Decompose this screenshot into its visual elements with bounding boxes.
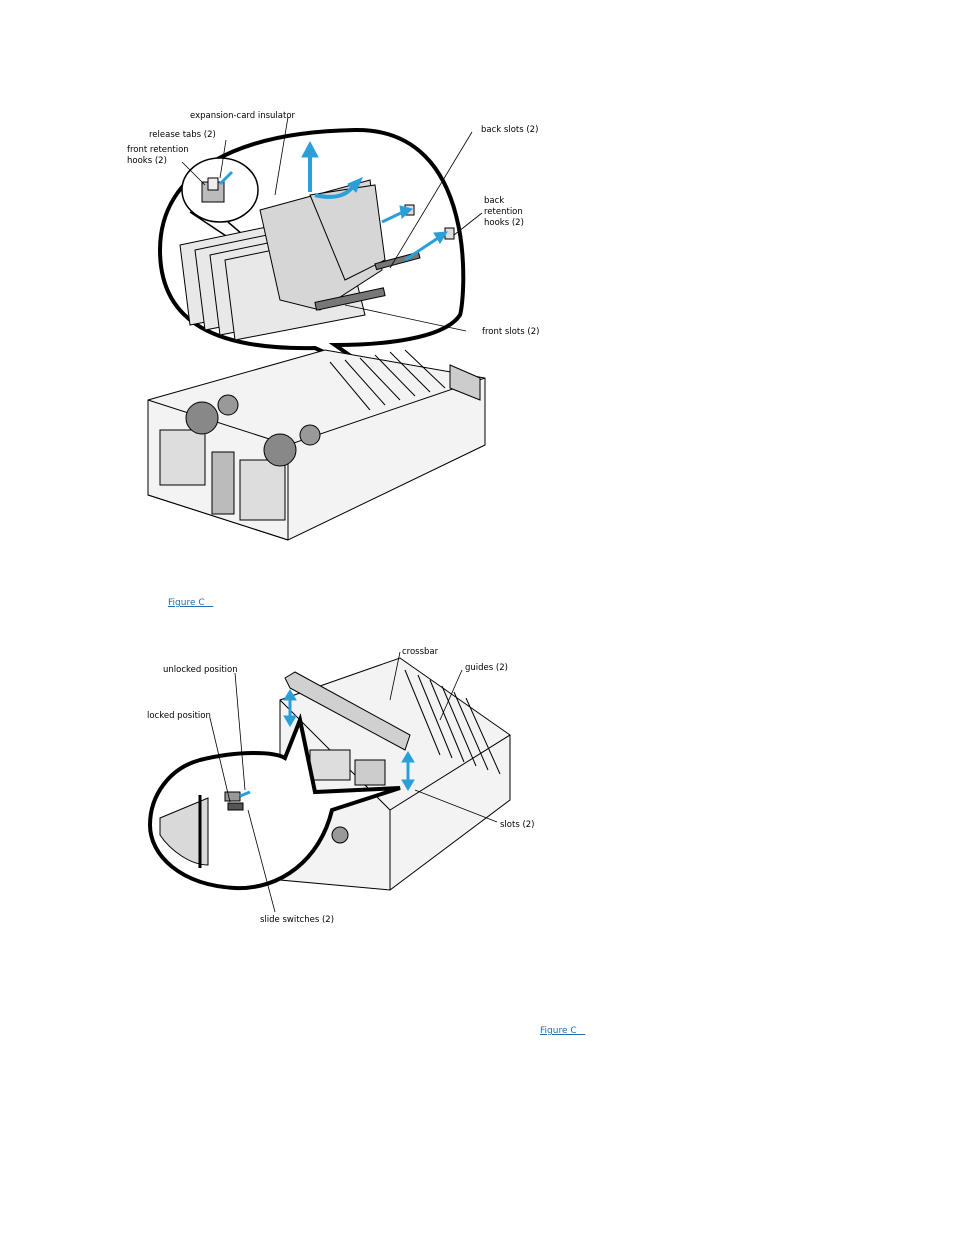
insulator-shape [259,179,386,311]
server-chassis-2 [279,657,511,891]
figure-c-link-1[interactable]: Figure C [168,598,214,608]
label-back-retention-hooks-2: retention [484,207,523,217]
label-front-slots: front slots (2) [482,327,539,337]
server-chassis [147,349,486,541]
expansion-card-insulator-figure: expansion-card insulator release tabs (2… [127,111,539,541]
label-locked-position: locked position [147,711,211,721]
crossbar-arrows [283,689,415,791]
crossbar-figure: crossbar guides (2) unlocked position lo… [147,647,535,925]
label-slide-switches: slide switches (2) [260,915,334,925]
label-crossbar: crossbar [402,647,439,657]
callout-bubble-2 [147,713,401,891]
label-expansion-card-insulator: expansion-card insulator [190,111,296,121]
label-slots: slots (2) [500,820,535,830]
label-front-retention-hooks-2: hooks (2) [127,156,167,166]
label-back-retention-hooks-1: back [484,196,504,206]
label-release-tabs: release tabs (2) [149,130,216,140]
label-guides: guides (2) [465,663,508,673]
crossbar-shape [284,671,411,751]
label-front-retention-hooks-1: front retention [127,145,189,155]
label-unlocked-position: unlocked position [163,665,238,675]
removal-arrows [301,140,448,262]
slide-switch-detail [159,790,251,868]
label-back-slots: back slots (2) [481,125,538,135]
label-back-retention-hooks-3: hooks (2) [484,218,524,228]
front-slot-bar [314,287,386,311]
figure-c-link-2[interactable]: Figure C [540,1026,586,1036]
